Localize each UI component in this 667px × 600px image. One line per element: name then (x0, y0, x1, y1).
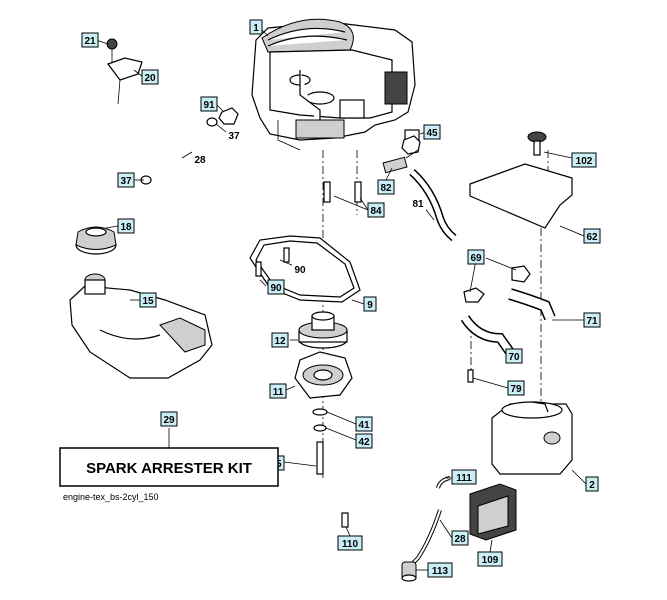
bolt-79-part (467, 369, 474, 383)
svg-text:9: 9 (367, 300, 373, 311)
callout-111: 111 (451, 469, 477, 485)
knob-part (527, 131, 547, 156)
callout-81: 81 (410, 196, 426, 210)
callout-113: 113 (427, 562, 453, 578)
svg-text:111: 111 (456, 473, 472, 484)
callout-20: 20 (141, 69, 159, 85)
svg-text:79: 79 (510, 384, 522, 395)
svg-text:62: 62 (586, 232, 598, 243)
svg-text:15: 15 (142, 296, 154, 307)
callout-82: 82 (377, 179, 395, 195)
callout-28b: 28 (451, 530, 469, 546)
exhaust-gaskets-part (463, 265, 531, 303)
callout-102: 102 (571, 152, 597, 168)
pin-110-part (341, 512, 349, 528)
nut-45-part (401, 135, 421, 155)
svg-text:90: 90 (270, 283, 282, 294)
callout-12: 12 (271, 332, 289, 348)
callout-90a: 90 (292, 262, 308, 276)
callout-9: 9 (363, 296, 377, 312)
bolts-84-part (323, 181, 362, 203)
svg-text:45: 45 (426, 128, 438, 139)
callout-69: 69 (467, 249, 485, 265)
arrester-hose-28-part (410, 509, 442, 566)
callout-37b: 37 (117, 172, 135, 188)
svg-text:42: 42 (358, 437, 370, 448)
callout-91: 91 (200, 96, 218, 112)
callout-21: 21 (81, 32, 99, 48)
callout-2: 2 (585, 476, 599, 492)
svg-text:82: 82 (380, 183, 392, 194)
callout-62: 62 (583, 228, 601, 244)
svg-text:37: 37 (228, 131, 240, 142)
svg-text:102: 102 (576, 156, 593, 167)
spark-arrester-kit-banner: SPARK ARRESTER KIT (59, 447, 279, 487)
svg-text:81: 81 (412, 199, 424, 210)
callout-18: 18 (117, 218, 135, 234)
callout-1: 1 (249, 19, 263, 35)
svg-text:18: 18 (120, 222, 132, 233)
engine-part (251, 18, 420, 151)
fuel-hose-part (140, 107, 239, 185)
svg-text:110: 110 (342, 539, 359, 550)
spark-arrester-part (469, 483, 517, 541)
spark-arrester-kit-label: SPARK ARRESTER KIT (86, 460, 252, 477)
choke-bracket-part (106, 38, 143, 105)
bolt-85-part (316, 441, 324, 475)
svg-text:12: 12 (274, 336, 286, 347)
svg-text:70: 70 (508, 352, 520, 363)
svg-text:41: 41 (358, 420, 370, 431)
callout-37a: 37 (226, 128, 242, 142)
callout-84: 84 (367, 202, 385, 218)
svg-text:109: 109 (482, 555, 499, 566)
callout-28a: 28 (192, 152, 208, 166)
callout-41: 41 (355, 416, 373, 432)
arrester-fitting-113-part (401, 561, 417, 582)
svg-text:90: 90 (294, 265, 306, 276)
svg-text:2: 2 (589, 480, 595, 491)
callout-109: 109 (477, 551, 503, 567)
muffler-part (491, 401, 573, 475)
diagram-code: engine-tex_bs-2cyl_150 (63, 492, 159, 502)
svg-text:28: 28 (194, 155, 206, 166)
svg-text:91: 91 (203, 100, 215, 111)
callout-79: 79 (507, 380, 525, 396)
callout-29: 29 (160, 411, 178, 427)
svg-text:20: 20 (144, 73, 156, 84)
svg-text:113: 113 (432, 566, 449, 577)
callout-110: 110 (337, 535, 363, 551)
svg-text:11: 11 (273, 387, 284, 398)
svg-text:28: 28 (454, 534, 466, 545)
svg-text:29: 29 (163, 415, 175, 426)
svg-text:71: 71 (586, 316, 598, 327)
clutch-part (294, 351, 353, 399)
fuel-cap-part (75, 226, 117, 255)
svg-text:37: 37 (120, 176, 132, 187)
callout-15: 15 (139, 292, 157, 308)
washer-42-part (313, 424, 327, 432)
fuel-tank-part (69, 273, 213, 379)
svg-text:69: 69 (470, 253, 482, 264)
svg-text:1: 1 (253, 23, 259, 34)
callout-11: 11 (269, 383, 287, 399)
callout-45: 45 (423, 124, 441, 140)
fitting-part (382, 149, 419, 174)
callout-90b: 90 (267, 279, 285, 295)
washer-41-part (312, 408, 328, 416)
callout-71: 71 (583, 312, 601, 328)
pulley-part (298, 311, 348, 349)
callout-70: 70 (505, 348, 523, 364)
svg-text:84: 84 (370, 206, 382, 217)
callout-42: 42 (355, 433, 373, 449)
shroud-part (469, 163, 573, 229)
svg-text:21: 21 (84, 36, 96, 47)
